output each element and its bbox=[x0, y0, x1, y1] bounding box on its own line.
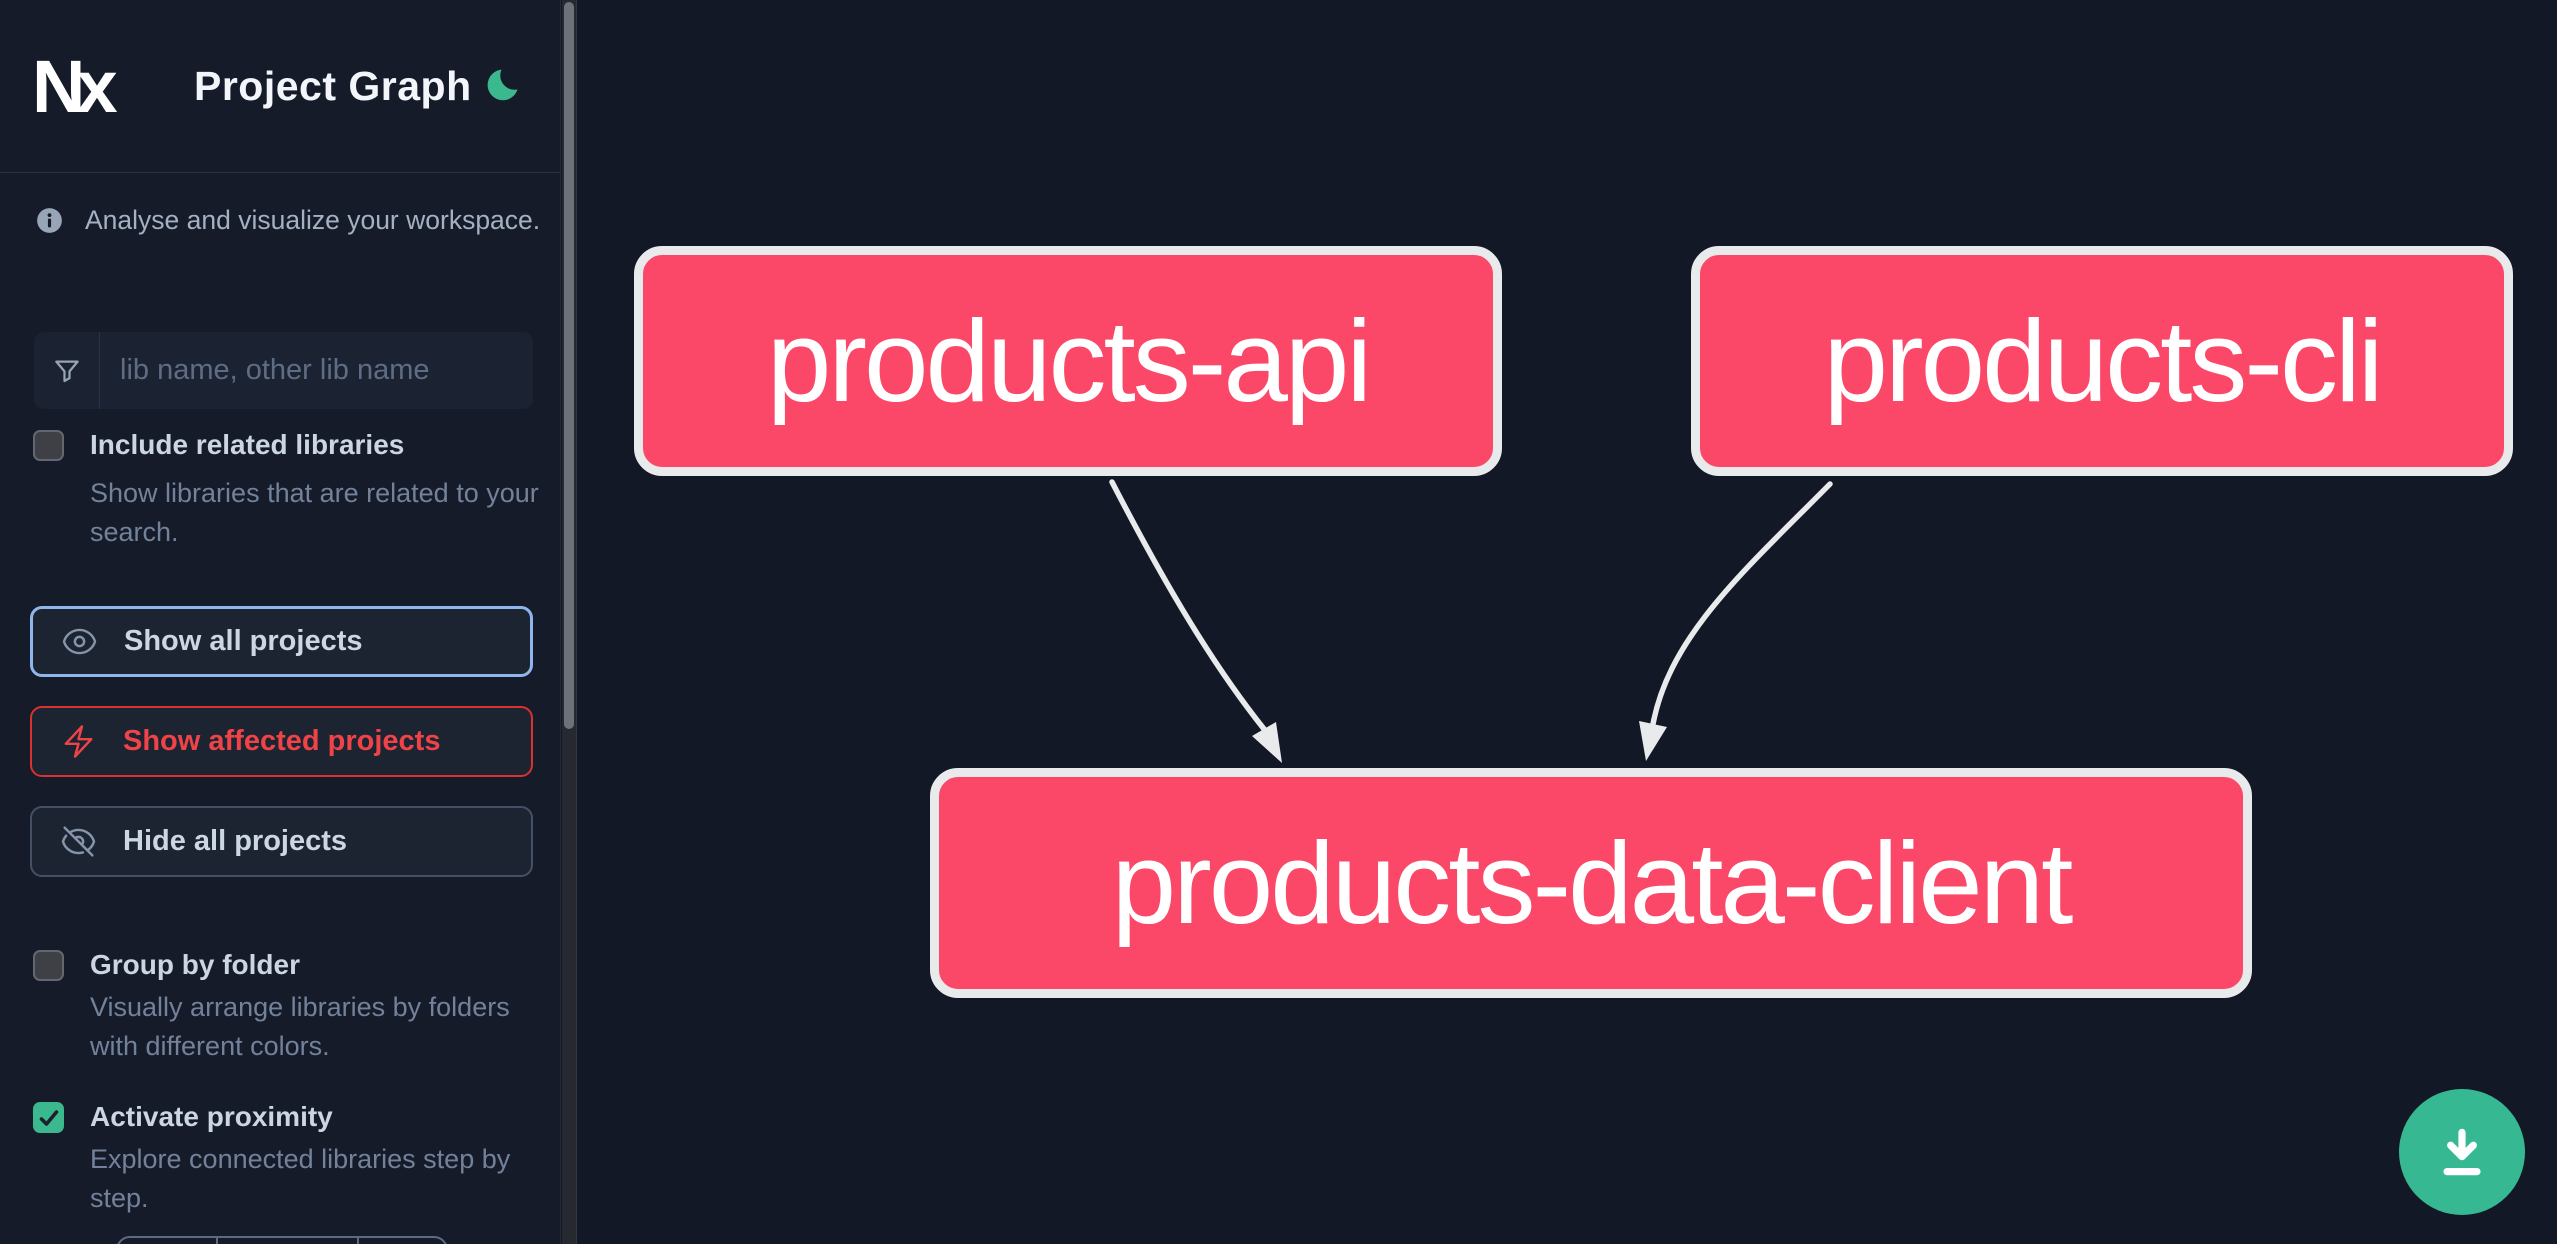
checkmark-icon bbox=[39, 1109, 58, 1126]
checkbox-unchecked[interactable] bbox=[33, 950, 64, 981]
group-by-folder-description: Visually arrange libraries by folders wi… bbox=[90, 992, 510, 1061]
proximity-increment[interactable] bbox=[357, 1238, 446, 1244]
show-affected-projects-button[interactable]: Show affected projects bbox=[30, 706, 533, 777]
moon-icon[interactable] bbox=[486, 67, 524, 105]
bolt-icon bbox=[64, 725, 93, 758]
workspace-tagline: Analyse and visualize your workspace. bbox=[36, 205, 540, 236]
include-related-checkbox[interactable] bbox=[33, 430, 64, 461]
proximity-value bbox=[216, 1238, 357, 1244]
include-related-label: Include related libraries bbox=[90, 429, 405, 460]
tagline-text: Analyse and visualize your workspace. bbox=[85, 205, 541, 235]
activate-proximity-description: Explore connected libraries step by step… bbox=[90, 1144, 511, 1213]
proximity-stepper[interactable] bbox=[116, 1236, 448, 1244]
node-label: products-data-client bbox=[1111, 818, 2074, 948]
search-box bbox=[34, 332, 533, 409]
sidebar-header: Nx Project Graph bbox=[0, 0, 560, 173]
group-by-folder-checkbox[interactable] bbox=[33, 950, 64, 981]
include-related-description: Show libraries that are related to your … bbox=[90, 478, 539, 547]
graph-node-products-api[interactable]: products-api bbox=[634, 246, 1502, 476]
sidebar-scrollbar-thumb[interactable] bbox=[564, 2, 574, 729]
search-input[interactable] bbox=[100, 332, 533, 409]
show-all-projects-button[interactable]: Show all projects bbox=[30, 606, 533, 677]
page-title: Project Graph bbox=[194, 62, 472, 109]
group-by-folder-label: Group by folder bbox=[90, 949, 300, 980]
activate-proximity-checkbox[interactable] bbox=[33, 1102, 64, 1133]
graph-node-products-cli[interactable]: products-cli bbox=[1691, 246, 2513, 476]
svg-text:Nx: Nx bbox=[36, 55, 117, 117]
show-all-projects-label: Show all projects bbox=[124, 625, 363, 657]
show-affected-projects-label: Show affected projects bbox=[123, 725, 441, 757]
info-icon bbox=[37, 208, 62, 233]
sidebar: Nx Project Graph Analyse and visualize y bbox=[0, 0, 561, 1244]
sidebar-scrollbar-track[interactable] bbox=[562, 0, 577, 1244]
filter-icon bbox=[34, 332, 100, 409]
checkbox-checked[interactable] bbox=[33, 1102, 64, 1133]
hide-all-projects-button[interactable]: Hide all projects bbox=[30, 806, 533, 877]
proximity-decrement[interactable] bbox=[118, 1238, 216, 1244]
node-label: products-api bbox=[766, 296, 1372, 426]
graph-node-products-data-client[interactable]: products-data-client bbox=[930, 768, 2252, 998]
download-icon bbox=[2443, 1128, 2481, 1176]
eye-slash-icon bbox=[61, 826, 96, 857]
download-image-button[interactable] bbox=[2399, 1089, 2525, 1215]
activate-proximity-label: Activate proximity bbox=[90, 1101, 333, 1132]
nx-logo: Nx bbox=[36, 55, 126, 117]
eye-icon bbox=[62, 628, 97, 655]
node-label: products-cli bbox=[1823, 296, 2383, 426]
hide-all-projects-label: Hide all projects bbox=[123, 825, 348, 857]
checkbox-unchecked[interactable] bbox=[33, 430, 64, 461]
graph-canvas[interactable] bbox=[578, 0, 2557, 1244]
